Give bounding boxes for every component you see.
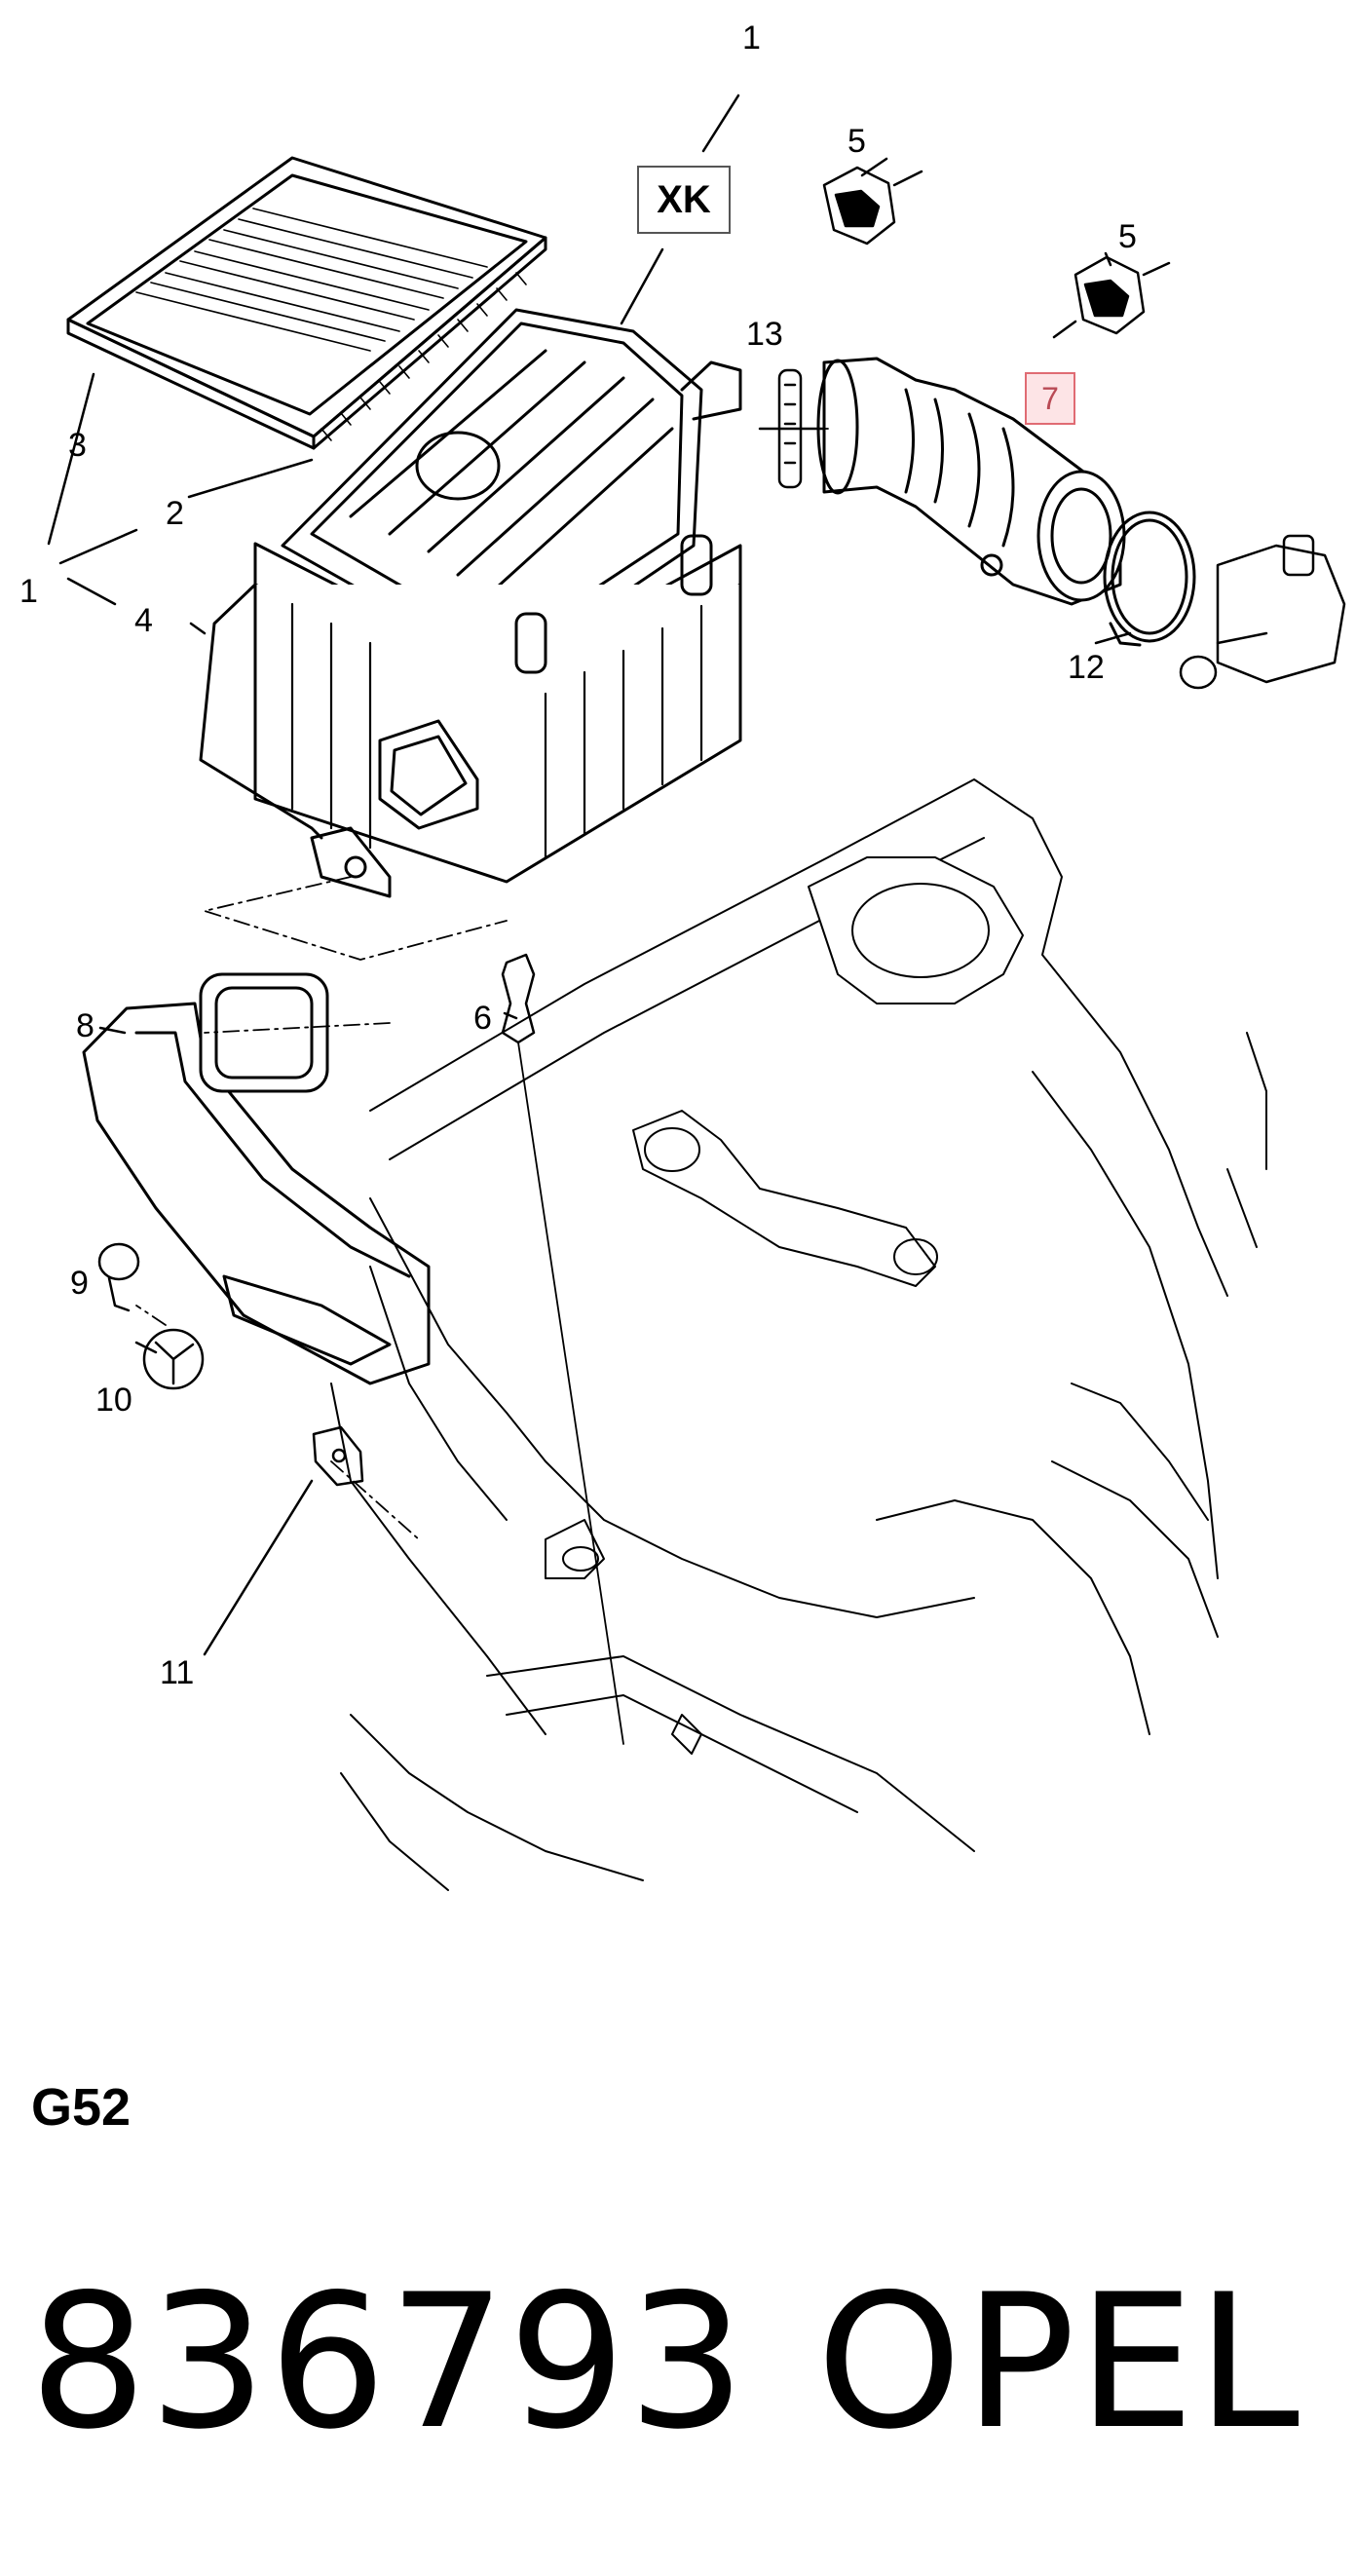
callout-6: 6 (473, 1000, 492, 1037)
callout-13: 13 (746, 316, 783, 353)
mounting-bolt (501, 953, 624, 1745)
group-code: G52 (31, 2078, 132, 2137)
callout-4: 4 (134, 602, 153, 639)
callout-9: 9 (70, 1265, 89, 1302)
callout-8: 8 (76, 1007, 94, 1044)
brand-name: OPEL (816, 2254, 1302, 2470)
xk-label-box: XK (637, 166, 731, 234)
assembly-guide-lines (135, 428, 829, 1540)
part-number: 836793 (29, 2254, 748, 2470)
callout-1-left: 1 (19, 573, 38, 610)
air-intake-exploded-diagram (47, 94, 1346, 1891)
air-mass-sensor-stub (1179, 534, 1346, 690)
clip-9 (97, 1242, 140, 1312)
leader-lines (47, 94, 1132, 1656)
intake-hose (816, 357, 1126, 606)
highlighted-part-7[interactable]: 7 (1025, 372, 1075, 425)
air-filter-element (66, 156, 547, 450)
retainer-10 (142, 1328, 205, 1390)
callout-11: 11 (160, 1654, 195, 1691)
hose-clamp-12 (1103, 511, 1196, 647)
callout-12: 12 (1068, 649, 1105, 686)
callout-10: 10 (95, 1382, 132, 1419)
callout-5-lower: 5 (1118, 218, 1137, 255)
rubber-mount-b (1052, 255, 1171, 339)
callout-2: 2 (166, 495, 184, 532)
intake-duct (82, 972, 431, 1385)
callout-3: 3 (68, 427, 87, 464)
air-cleaner-housing (199, 308, 742, 898)
callout-5-upper: 5 (848, 123, 866, 160)
speed-nut-11 (312, 1425, 364, 1487)
rubber-mount-a (822, 166, 923, 246)
callout-1-top: 1 (742, 19, 761, 57)
vehicle-body-structure (330, 778, 1267, 1891)
